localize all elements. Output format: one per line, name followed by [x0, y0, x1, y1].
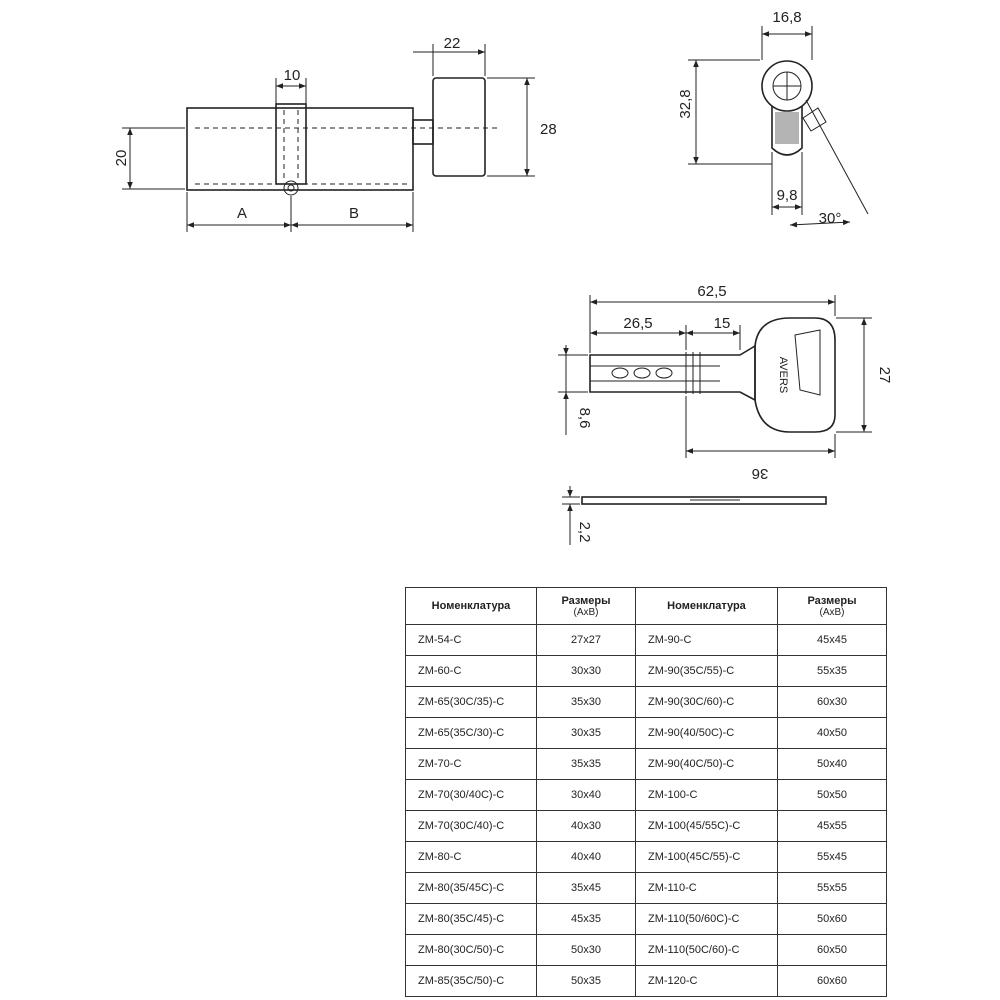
table-cell: ZM-70(30C/40)-C — [405, 810, 537, 842]
dim-16-8: 16,8 — [772, 9, 801, 26]
table-cell: 35x45 — [536, 872, 636, 904]
key-profile — [581, 496, 827, 505]
side-view-body — [771, 106, 803, 156]
table-cell: 60x50 — [777, 934, 887, 966]
table-cell: ZM-80(35/45C)-C — [405, 872, 537, 904]
table-row: ZM-54-C 27x27 ZM-90-C 45x45 — [405, 624, 887, 656]
table-cell: 45x45 — [777, 624, 887, 656]
table-row: ZM-70(30C/40)-C 40x30 ZM-100(45/55C)-C 4… — [405, 810, 887, 842]
table-cell: ZM-65(30C/35)-C — [405, 686, 537, 718]
thumbturn-knob — [432, 77, 486, 177]
table-cell: 50x35 — [536, 965, 636, 997]
side-view-circle — [761, 60, 813, 112]
side-view-drawing: 16,8 32,8 9,8 30° — [677, 9, 869, 228]
table-cell: ZM-70(30/40C)-C — [405, 779, 537, 811]
table-cell: 30x30 — [536, 655, 636, 687]
table-cell: 55x55 — [777, 872, 887, 904]
table-cell: 45x35 — [536, 903, 636, 935]
table-cell: ZM-100(45/55C)-C — [635, 810, 778, 842]
table-cell: 50x50 — [777, 779, 887, 811]
technical-drawing: 10 22 28 20 A B — [113, 9, 893, 545]
header-size-2: Размеры(АхВ) — [777, 587, 887, 625]
table-cell: ZM-54-C — [405, 624, 537, 656]
table-cell: 55x35 — [777, 655, 887, 687]
header-nomenclature-1: Номенклатура — [405, 587, 537, 625]
table-cell: 35x30 — [536, 686, 636, 718]
thumbturn-neck — [412, 119, 434, 145]
dim-22: 22 — [444, 35, 461, 52]
table-row: ZM-70-C 35x35 ZM-90(40C/50)-C 50x40 — [405, 748, 887, 780]
table-cell: ZM-85(35C/50)-C — [405, 965, 537, 997]
table-cell: 50x60 — [777, 903, 887, 935]
table-cell: 40x30 — [536, 810, 636, 842]
table-cell: 30x40 — [536, 779, 636, 811]
key-brand: AVERS — [777, 357, 789, 393]
table-cell: 35x35 — [536, 748, 636, 780]
screw-hole — [283, 180, 299, 196]
table-row: ZM-60-C 30x30 ZM-90(35C/55)-C 55x35 — [405, 655, 887, 687]
table-row: ZM-65(30C/35)-C 35x30 ZM-90(30C/60)-C 60… — [405, 686, 887, 718]
dim-28: 28 — [540, 121, 557, 138]
table-cell: 45x55 — [777, 810, 887, 842]
table-row: ZM-80-C 40x40 ZM-100(45C/55)-C 55x45 — [405, 841, 887, 873]
table-cell: 30x35 — [536, 717, 636, 749]
specification-table: Номенклатура Размеры(АхВ) Номенклатура Р… — [405, 587, 887, 997]
table-header-row: Номенклатура Размеры(АхВ) Номенклатура Р… — [405, 587, 887, 625]
table-cell: ZM-70-C — [405, 748, 537, 780]
dim-32-8: 32,8 — [677, 89, 694, 118]
table-cell: ZM-100-C — [635, 779, 778, 811]
dim-a: A — [237, 205, 247, 222]
table-cell: ZM-60-C — [405, 655, 537, 687]
cam-tab — [802, 107, 827, 132]
table-cell: 50x40 — [777, 748, 887, 780]
table-row: ZM-80(35/45C)-C 35x45 ZM-110-C 55x55 — [405, 872, 887, 904]
dim-26-5: 26,5 — [623, 315, 652, 332]
dim-b: B — [349, 205, 359, 222]
table-cell: ZM-65(35C/30)-C — [405, 717, 537, 749]
table-cell: ZM-100(45C/55)-C — [635, 841, 778, 873]
table-cell: 40x50 — [777, 717, 887, 749]
table-cell: ZM-90(30C/60)-C — [635, 686, 778, 718]
table-cell: ZM-90(35C/55)-C — [635, 655, 778, 687]
dim-10: 10 — [284, 67, 301, 84]
key-grip-recess — [794, 329, 821, 396]
table-row: ZM-85(35C/50)-C 50x35 ZM-120-C 60x60 — [405, 965, 887, 997]
cylinder-drawing: 10 22 28 20 A B — [113, 35, 557, 232]
dim-62-5: 62,5 — [697, 283, 726, 300]
table-cell: ZM-80(30C/50)-C — [405, 934, 537, 966]
table-row: ZM-80(35C/45)-C 45x35 ZM-110(50/60C)-C 5… — [405, 903, 887, 935]
table-cell: ZM-110(50/60C)-C — [635, 903, 778, 935]
table-row: ZM-80(30C/50)-C 50x30 ZM-110(50C/60)-C 6… — [405, 934, 887, 966]
table-cell: ZM-110(50C/60)-C — [635, 934, 778, 966]
dim-8-6: 8,6 — [576, 408, 593, 429]
header-size-1: Размеры(АхВ) — [536, 587, 636, 625]
table-cell: ZM-110-C — [635, 872, 778, 904]
table-cell: 60x30 — [777, 686, 887, 718]
cam-slot — [275, 103, 307, 185]
table-cell: 60x60 — [777, 965, 887, 997]
table-cell: ZM-90(40C/50)-C — [635, 748, 778, 780]
table-cell: ZM-90-C — [635, 624, 778, 656]
key-drawing: AVERS 62,5 26,5 15 27 8,6 36 — [558, 283, 893, 545]
table-cell: 50x30 — [536, 934, 636, 966]
dim-27: 27 — [876, 367, 893, 384]
cylinder-body — [186, 107, 414, 191]
header-nomenclature-2: Номенклатура — [635, 587, 778, 625]
table-cell: 55x45 — [777, 841, 887, 873]
table-cell: ZM-80(35C/45)-C — [405, 903, 537, 935]
table-cell: ZM-120-C — [635, 965, 778, 997]
table-row: ZM-70(30/40C)-C 30x40 ZM-100-C 50x50 — [405, 779, 887, 811]
dim-2-2: 2,2 — [576, 522, 593, 543]
table-cell: ZM-90(40/50C)-C — [635, 717, 778, 749]
dim-20: 20 — [113, 150, 130, 167]
table-cell: 27x27 — [536, 624, 636, 656]
key-head — [754, 317, 836, 433]
dim-30-deg: 30° — [819, 210, 842, 227]
dim-9-8: 9,8 — [777, 187, 798, 204]
table-row: ZM-65(35C/30)-C 30x35 ZM-90(40/50C)-C 40… — [405, 717, 887, 749]
table-cell: ZM-80-C — [405, 841, 537, 873]
dim-15: 15 — [714, 315, 731, 332]
table-cell: 40x40 — [536, 841, 636, 873]
dim-36: 36 — [752, 465, 769, 482]
